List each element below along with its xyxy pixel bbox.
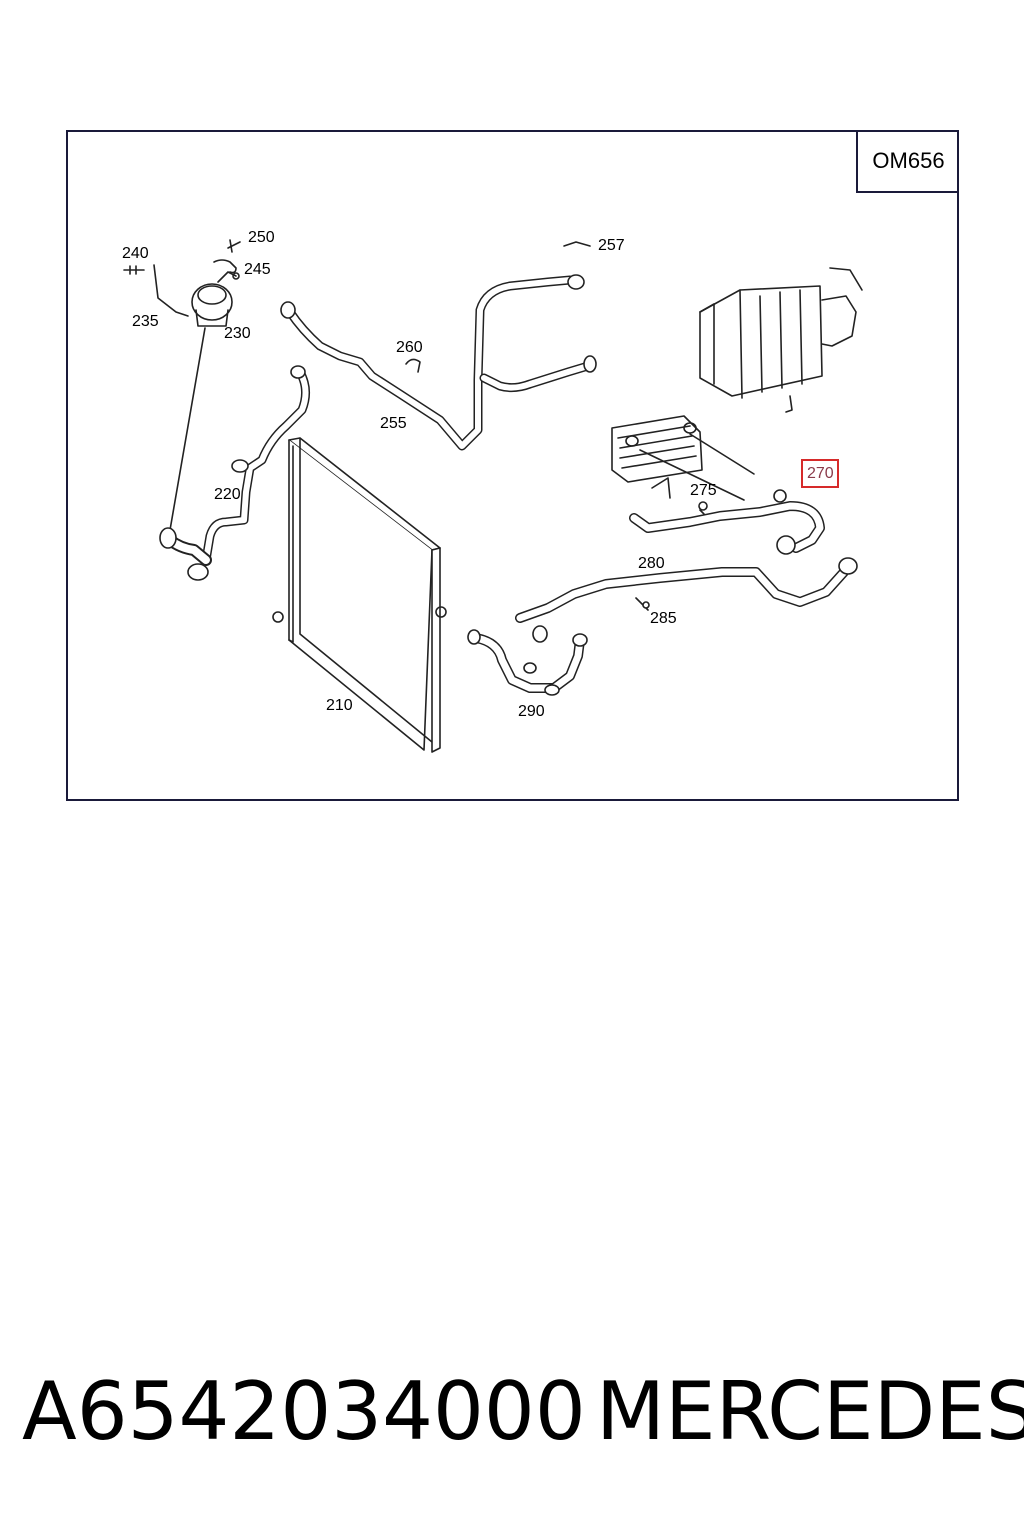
callout-290: 290 (518, 703, 545, 720)
water-pump-230-drawing (169, 271, 240, 531)
callout-240: 240 (122, 245, 149, 262)
radiator-210-drawing (272, 437, 447, 753)
footer: A6542034000 MERCEDES (0, 1372, 1024, 1472)
hose-280-drawing (515, 557, 858, 643)
callout-230: 230 (224, 325, 251, 342)
callout-210: 210 (326, 697, 353, 714)
hose-220-drawing (159, 365, 310, 581)
callout-260: 260 (396, 339, 423, 356)
callout-285: 285 (650, 610, 677, 627)
callout-255: 255 (380, 415, 407, 432)
callout-280: 280 (638, 555, 665, 572)
parts-line-art (123, 239, 863, 753)
callout-257: 257 (598, 237, 625, 254)
diagram-frame (66, 130, 959, 801)
callout-250: 250 (248, 229, 275, 246)
callout-275: 275 (690, 482, 717, 499)
callout-245: 245 (244, 261, 271, 278)
bolts-small-parts-drawing (123, 239, 241, 317)
heat-exchanger-drawing (699, 267, 863, 413)
hose-290-drawing (467, 629, 588, 696)
callout-220: 220 (214, 486, 241, 503)
part-number: A6542034000 (22, 1365, 586, 1458)
callout-235: 235 (132, 313, 159, 330)
hose-255-drawing (280, 241, 597, 451)
oil-cooler-275-drawing (611, 415, 755, 501)
brand-name: MERCEDES (596, 1365, 1024, 1458)
callout-270-highlighted: 270 (801, 459, 839, 488)
hose-270-drawing (629, 489, 825, 555)
engine-code-label: OM656 (856, 130, 959, 193)
